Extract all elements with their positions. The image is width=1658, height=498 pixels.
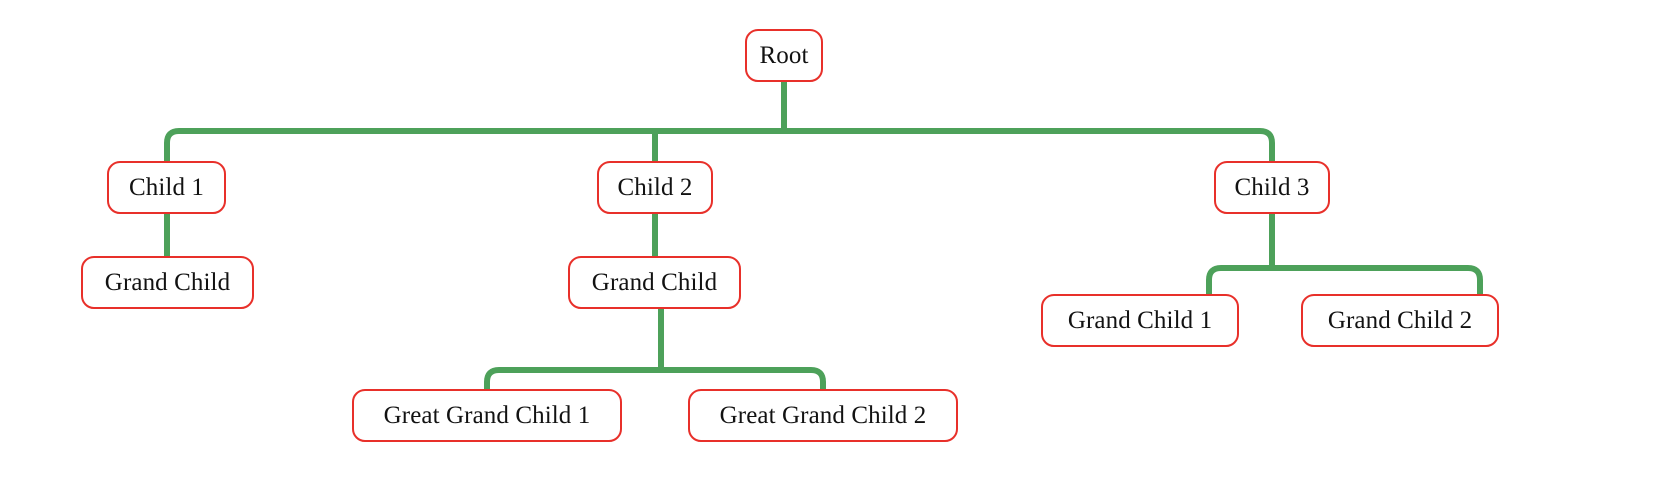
edge-root-to-child-2 <box>652 128 784 166</box>
tree-node-label: Grand Child 1 <box>1067 307 1213 334</box>
tree-node-grand-child-b[interactable]: Grand Child <box>568 256 741 309</box>
tree-node-label: Child 2 <box>617 174 693 201</box>
tree-node-label: Child 3 <box>1234 174 1310 201</box>
tree-node-label: Root <box>759 42 809 69</box>
tree-node-child-1[interactable]: Child 1 <box>107 161 226 214</box>
tree-node-child-2[interactable]: Child 2 <box>597 161 713 214</box>
tree-node-great-grand-child-1[interactable]: Great Grand Child 1 <box>352 389 622 442</box>
tree-node-root[interactable]: Root <box>745 29 823 82</box>
edge-child-3-to-grand-child-1 <box>1206 265 1272 299</box>
edge-child-3-to-grand-child-2 <box>1272 265 1483 299</box>
edge-grand-child-b-to-ggc-2 <box>661 367 826 394</box>
tree-node-label: Great Grand Child 2 <box>719 402 927 429</box>
tree-node-label: Grand Child <box>591 269 718 296</box>
edge-root-to-child-1 <box>164 128 784 214</box>
tree-node-grand-child-1[interactable]: Grand Child 1 <box>1041 294 1239 347</box>
tree-node-label: Great Grand Child 1 <box>383 402 591 429</box>
tree-node-grand-child-a[interactable]: Grand Child <box>81 256 254 309</box>
edge-root-to-child-3 <box>784 128 1275 166</box>
tree-node-grand-child-2[interactable]: Grand Child 2 <box>1301 294 1499 347</box>
tree-node-label: Grand Child <box>104 269 231 296</box>
tree-node-great-grand-child-2[interactable]: Great Grand Child 2 <box>688 389 958 442</box>
tree-node-label: Grand Child 2 <box>1327 307 1473 334</box>
tree-node-child-3[interactable]: Child 3 <box>1214 161 1330 214</box>
tree-node-label: Child 1 <box>128 174 205 201</box>
edge-grand-child-b-to-ggc-1 <box>484 367 661 394</box>
